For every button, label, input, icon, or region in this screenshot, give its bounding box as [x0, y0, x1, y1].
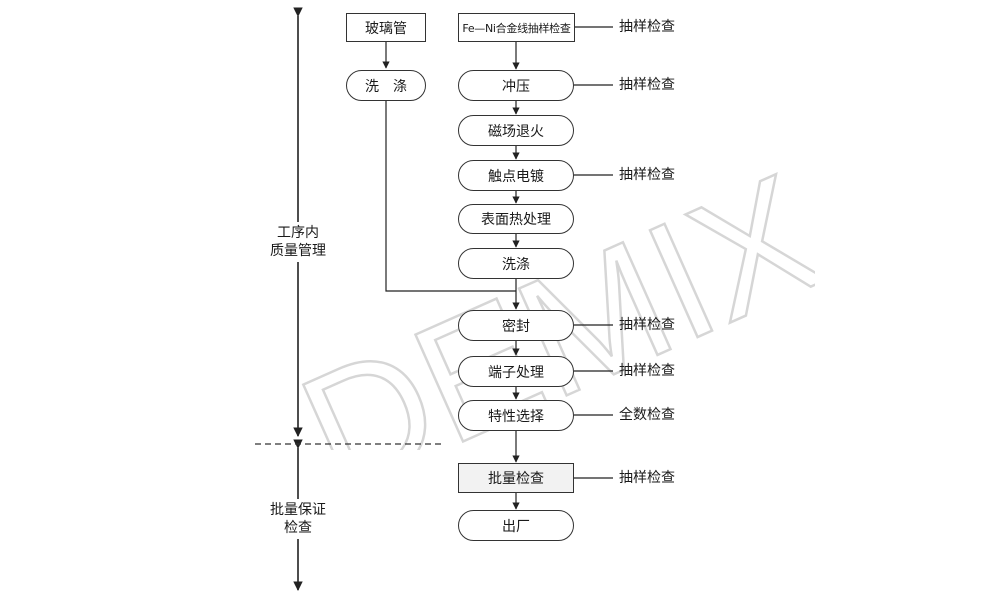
node-left-wash: 洗 涤 — [346, 70, 426, 101]
phase-label-batch-line2: 检查 — [284, 520, 312, 536]
node-select: 特性选择 — [458, 400, 574, 431]
check-label-select: 全数检查 — [619, 407, 675, 423]
phase-label-in-process-line1: 工序内 — [277, 225, 319, 241]
phase-label-batch: 批量保证 检查 — [262, 499, 334, 539]
line-wash-to-seal — [385, 101, 516, 292]
phase-label-batch-line1: 批量保证 — [270, 502, 326, 518]
node-surface-treatment: 表面热处理 — [458, 204, 574, 234]
phase-label-in-process-line2: 质量管理 — [270, 243, 326, 259]
node-seal: 密封 — [458, 310, 574, 341]
node-ship: 出厂 — [458, 510, 574, 541]
check-label-batch: 抽样检查 — [619, 470, 675, 486]
node-fe-ni-check: Fe—Ni合金线抽样检查 — [458, 13, 575, 42]
node-batch-check: 批量检查 — [458, 463, 574, 493]
node-terminal: 端子处理 — [458, 356, 574, 387]
phase-label-in-process: 工序内 质量管理 — [268, 222, 328, 262]
node-glass-tube: 玻璃管 — [346, 13, 426, 42]
node-wash: 洗涤 — [458, 248, 574, 279]
node-anneal: 磁场退火 — [458, 115, 574, 146]
check-label-stamping: 抽样检查 — [619, 77, 675, 93]
check-label-seal: 抽样检查 — [619, 317, 675, 333]
check-label-terminal: 抽样检查 — [619, 363, 675, 379]
node-plating: 触点电镀 — [458, 160, 574, 191]
check-label-fe-ni: 抽样检查 — [619, 19, 675, 35]
node-stamping: 冲压 — [458, 70, 574, 101]
check-label-plating: 抽样检查 — [619, 167, 675, 183]
